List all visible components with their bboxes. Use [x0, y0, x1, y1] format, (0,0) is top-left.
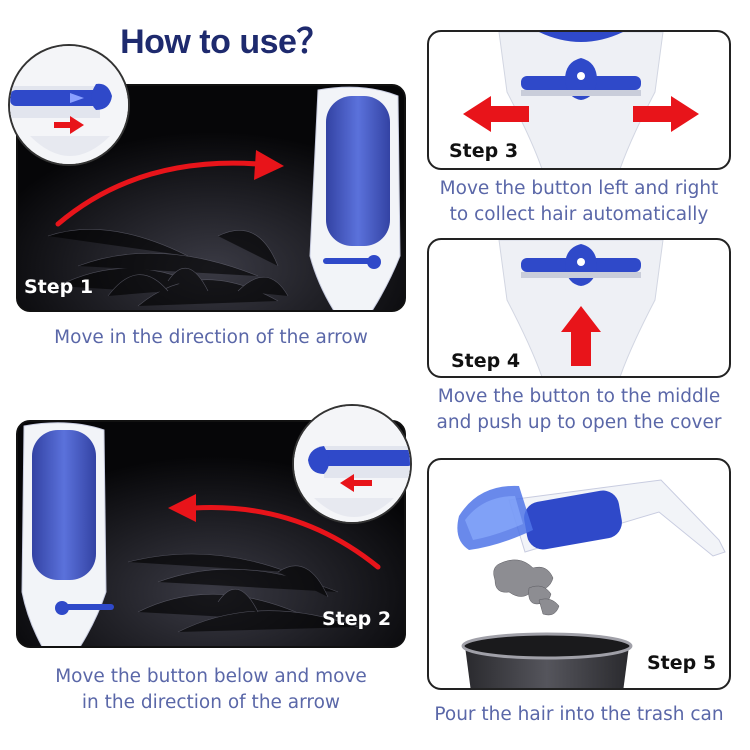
lint-roller-device	[309, 86, 401, 310]
step-4-illustration	[498, 240, 664, 376]
step-2-detail-inset	[292, 404, 412, 524]
arrow-left	[463, 96, 529, 132]
direction-arrow	[55, 160, 261, 227]
step-4-panel: Step 4	[427, 238, 731, 378]
hair-clump	[493, 559, 560, 616]
step-5-caption: Pour the hair into the trash can	[414, 702, 744, 728]
step-5-label: Step 5	[647, 652, 717, 674]
lint-roller-device	[21, 422, 114, 646]
step-5-panel: Step 5	[427, 458, 731, 690]
step-1-illustration	[18, 86, 404, 310]
arrow-up	[561, 306, 601, 366]
step-3-caption-line: to collect hair automatically	[449, 204, 709, 225]
step-5-caption-line: Pour the hair into the trash can	[434, 704, 724, 725]
step-1-panel: Step 1	[16, 84, 406, 312]
step-2-label: Step 2	[322, 608, 392, 630]
trash-can	[461, 632, 633, 688]
step-1-label: Step 1	[24, 276, 94, 298]
page-title: How to use？	[120, 23, 330, 61]
step-2-caption-line: Move the button below and move	[55, 666, 367, 687]
step-4-caption-line: Move the button to the middle	[437, 386, 721, 407]
step-3-illustration	[463, 32, 699, 168]
step-3-caption: Move the button left and right to collec…	[420, 176, 738, 228]
step-2-caption: Move the button below and move in the di…	[16, 664, 406, 716]
step-3-panel: Step 3	[427, 30, 731, 170]
step-2-panel: Step 2	[16, 420, 406, 648]
step-3-caption-line: Move the button left and right	[439, 178, 719, 199]
lint-roller-device	[457, 479, 726, 557]
step-5-illustration	[457, 479, 726, 688]
step-4-caption-line: and push up to open the cover	[436, 412, 722, 433]
direction-arrow	[191, 505, 381, 570]
step-1-caption-line: Move in the direction of the arrow	[54, 327, 368, 348]
step-4-label: Step 4	[451, 350, 521, 372]
arrow-right	[633, 96, 699, 132]
step-1-detail-inset	[8, 44, 130, 166]
step-4-caption: Move the button to the middle and push u…	[420, 384, 738, 436]
step-1-caption: Move in the direction of the arrow	[16, 325, 406, 351]
step-3-label: Step 3	[449, 140, 519, 162]
step-2-caption-line: in the direction of the arrow	[81, 692, 341, 713]
